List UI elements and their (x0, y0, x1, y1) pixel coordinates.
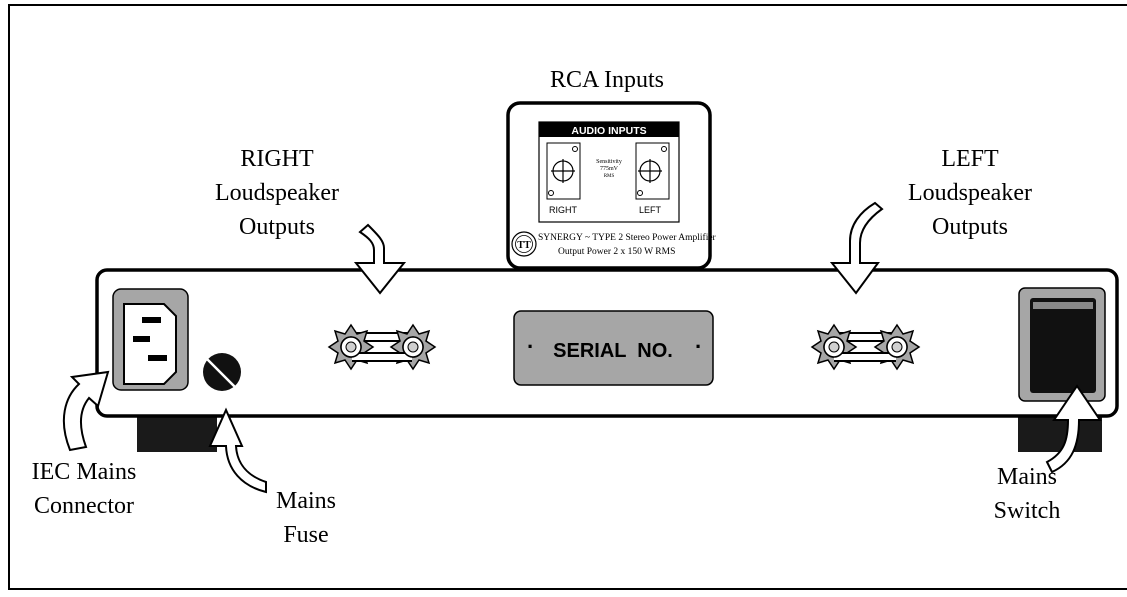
iec-connector-arrow (62, 370, 110, 452)
sensitivity-line-1: Sensitivity (596, 159, 622, 165)
left-outputs-arrow (829, 201, 884, 295)
iec-mains-connector (112, 288, 189, 391)
right-outputs-label: RIGHT Loudspeaker Outputs (215, 146, 339, 240)
product-line-text: SYNERGY ~ TYPE 2 Stereo Power Amplifier (538, 232, 717, 243)
serial-dot-right: · (695, 334, 702, 359)
left-outputs-line-1: LEFT (941, 146, 999, 172)
power-line-text: Output Power 2 x 150 W RMS (558, 247, 675, 257)
serial-number-plate: · SERIAL NO. · (513, 310, 714, 386)
left-outputs-line-3: Outputs (932, 214, 1008, 240)
audio-inputs-header: AUDIO INPUTS (571, 125, 646, 137)
rca-inputs-label: RCA Inputs (550, 67, 664, 93)
right-input-label: RIGHT (549, 205, 578, 215)
iec-connector-label: IEC Mains Connector (32, 459, 137, 519)
left-outputs-label: LEFT Loudspeaker Outputs (908, 146, 1032, 240)
iec-connector-line-1: IEC Mains (32, 459, 137, 485)
right-outputs-line-3: Outputs (239, 214, 315, 240)
left-outputs-line-2: Loudspeaker (908, 180, 1032, 206)
mains-fuse-line-2: Fuse (283, 522, 328, 548)
sensitivity-line-3: RMS (604, 174, 615, 179)
mains-switch-line-1: Mains (997, 464, 1057, 490)
right-outputs-line-1: RIGHT (240, 146, 314, 172)
serial-dot-left: · (527, 334, 534, 359)
right-speaker-terminals (328, 324, 436, 370)
mains-switch-arrow (1045, 384, 1102, 474)
mains-fuse-holder (203, 353, 241, 391)
serial-number-text: SERIAL NO. (553, 340, 673, 362)
left-input-label: LEFT (639, 205, 662, 215)
right-outputs-line-2: Loudspeaker (215, 180, 339, 206)
mains-switch-label: Mains Switch (994, 464, 1061, 524)
brand-logo: TT (511, 231, 537, 257)
sensitivity-line-2: 775mV (600, 166, 619, 172)
rca-input-panel: AUDIO INPUTS Sensitivity 775mV RMS RIGHT… (506, 101, 717, 270)
brand-logo-text: TT (517, 240, 531, 251)
mains-switch-line-2: Switch (994, 498, 1061, 524)
mains-fuse-line-1: Mains (276, 488, 336, 514)
left-speaker-terminals (811, 324, 920, 370)
mains-fuse-arrow (208, 407, 267, 494)
mains-fuse-label: Mains Fuse (276, 488, 336, 548)
mains-switch (1018, 287, 1106, 402)
iec-connector-line-2: Connector (34, 493, 134, 519)
right-outputs-arrow (353, 223, 407, 295)
